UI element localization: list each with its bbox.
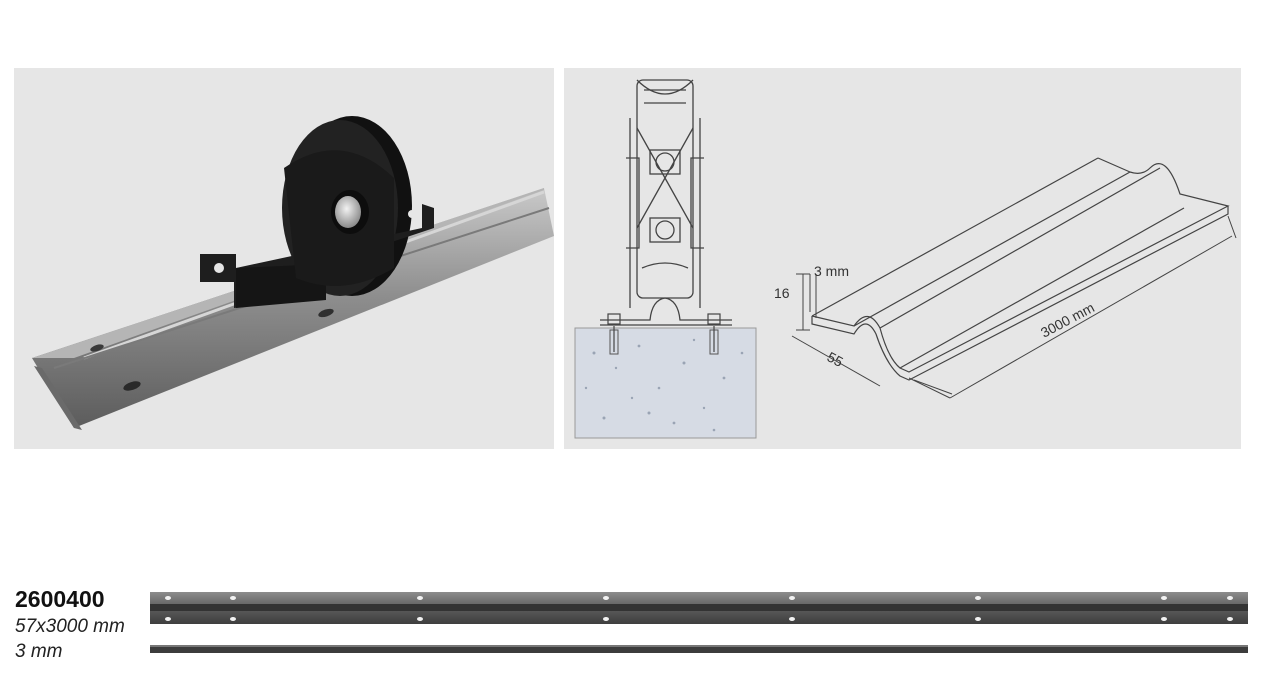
dimension-lines bbox=[791, 215, 1237, 399]
wheel-cross-section bbox=[600, 79, 732, 326]
rail-isometric bbox=[811, 157, 1230, 381]
rail-bar-side-view bbox=[150, 645, 1248, 653]
height-dimension: 16 bbox=[774, 285, 790, 301]
product-size: 57x3000 mm bbox=[15, 616, 125, 637]
rail-with-wheel-illustration bbox=[32, 116, 554, 430]
product-thickness: 3 mm bbox=[15, 641, 63, 662]
rail-dimension-drawing: 3 mm 16 55 3000 mm bbox=[574, 79, 1237, 439]
width-dimension: 55 bbox=[825, 349, 846, 371]
anchor-bolts bbox=[607, 313, 721, 352]
product-code: 2600400 bbox=[15, 586, 105, 612]
wheel bbox=[200, 116, 434, 308]
rail-bar-top-view bbox=[150, 592, 1248, 624]
product-photo bbox=[14, 68, 554, 449]
technical-drawing: 3 mm 16 55 3000 mm bbox=[564, 68, 1241, 449]
rail-bar-views bbox=[150, 590, 1248, 656]
rail-bar-svg bbox=[150, 592, 1248, 653]
thickness-dimension: 3 mm bbox=[814, 263, 849, 279]
concrete-base bbox=[574, 327, 757, 439]
length-dimension: 3000 mm bbox=[1038, 299, 1097, 341]
